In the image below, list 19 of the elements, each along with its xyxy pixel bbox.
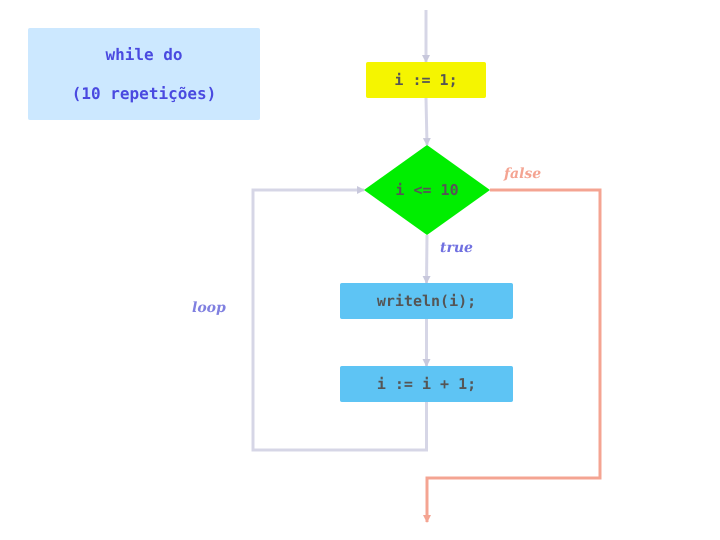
code-text: i := i + 1;: [376, 375, 476, 393]
process-box: [340, 366, 513, 402]
arrow: [422, 10, 430, 63]
arrow: [422, 98, 431, 146]
heading-text: (10 repetições): [72, 84, 216, 103]
arrow: [252, 186, 428, 452]
title-panel: [28, 28, 260, 120]
process-box: [366, 62, 486, 98]
arrow: [422, 234, 431, 284]
code-text: writeln(i);: [376, 292, 476, 310]
code-text: i := 1;: [394, 71, 458, 89]
edge-label: false: [502, 166, 544, 182]
arrow: [422, 319, 430, 367]
arrow: [423, 188, 602, 523]
edge-label: loop: [190, 300, 228, 316]
heading-text: while do: [105, 45, 183, 64]
process-box: [340, 283, 513, 319]
code-text: i <= 10: [395, 181, 459, 199]
decision-diamond: [364, 145, 490, 235]
